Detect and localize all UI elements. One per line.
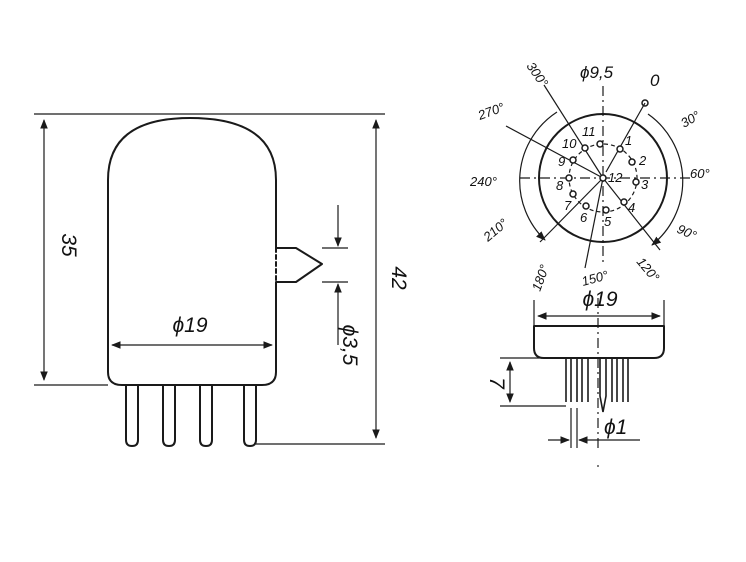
angle-arc-right bbox=[647, 113, 684, 246]
pin-circle-diameter-label: ϕ9,5 bbox=[580, 63, 614, 82]
angle-120: 120° bbox=[634, 254, 663, 284]
angle-210: 210° bbox=[480, 216, 511, 245]
pin-label-2: 2 bbox=[638, 153, 647, 168]
pin-label-3: 3 bbox=[641, 177, 649, 192]
angle-arc-left bbox=[519, 111, 558, 241]
pin-label-12: 12 bbox=[608, 170, 623, 185]
base-pins bbox=[565, 140, 640, 214]
pin-label-9: 9 bbox=[558, 154, 565, 169]
dim-42-label: 42 bbox=[387, 266, 410, 290]
pin-label-4: 4 bbox=[628, 200, 635, 215]
zero-label: 0 bbox=[650, 71, 660, 90]
bottom-pins bbox=[565, 358, 629, 413]
dim-7-label: 7 bbox=[485, 377, 508, 390]
dim-base-d19-label: ϕ19 bbox=[582, 288, 617, 311]
pin-label-10: 10 bbox=[562, 136, 577, 151]
angle-270: 270° bbox=[475, 100, 506, 124]
angle-180: 180° bbox=[529, 263, 552, 293]
pin-label-11: 11 bbox=[582, 124, 596, 139]
dim-d1-label: ϕ1 bbox=[604, 416, 627, 439]
pin-label-1: 1 bbox=[625, 133, 632, 148]
side-pins bbox=[125, 384, 257, 447]
pin-label-5: 5 bbox=[604, 214, 612, 229]
bulb-outline bbox=[107, 117, 323, 386]
angle-60: 60° bbox=[690, 166, 710, 181]
base-view: 1 2 3 4 5 6 7 8 9 10 11 12 ϕ9,5 0 300° 2… bbox=[469, 59, 710, 293]
dim-d35-label: ϕ3,5 bbox=[338, 325, 361, 366]
angle-240: 240° bbox=[469, 174, 497, 189]
base-body bbox=[533, 325, 665, 359]
angle-300: 300° bbox=[524, 59, 552, 90]
side-view: 35 42 ϕ19 ϕ3,5 bbox=[34, 113, 410, 447]
dim-d19-label: ϕ19 bbox=[172, 314, 207, 337]
angle-150: 150° bbox=[580, 267, 610, 288]
pin-label-6: 6 bbox=[580, 210, 588, 225]
bottom-view: ϕ19 7 ϕ1 bbox=[485, 288, 665, 467]
angle-30: 30° bbox=[678, 108, 703, 131]
pin-label-7: 7 bbox=[564, 198, 572, 213]
angle-90: 90° bbox=[675, 221, 699, 243]
pin-label-8: 8 bbox=[556, 178, 564, 193]
dim-35-label: 35 bbox=[57, 233, 80, 257]
